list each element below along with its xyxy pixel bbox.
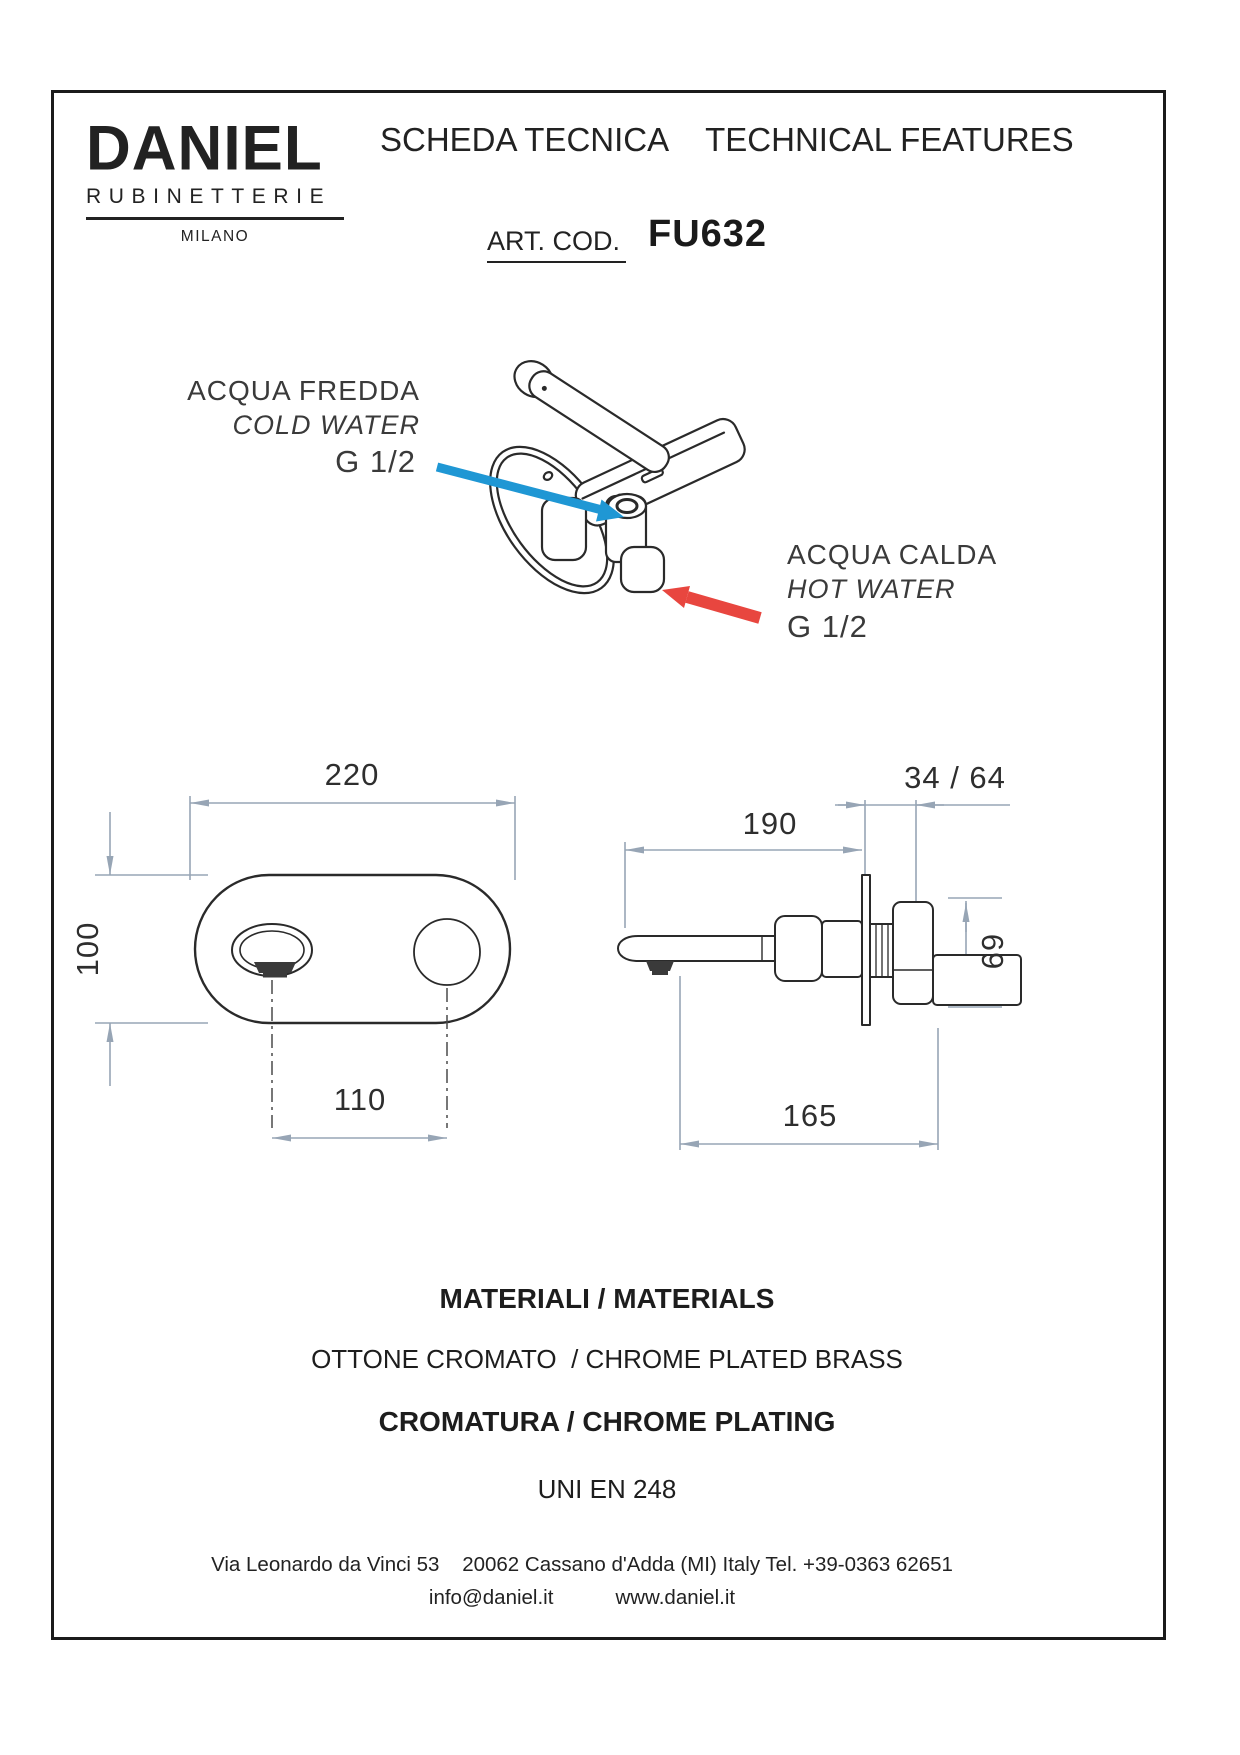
hot-water-thread: G 1/2 <box>787 609 868 644</box>
title-italian: SCHEDA TECNICA <box>380 121 670 158</box>
front-view-dimensions <box>95 796 516 1142</box>
logo-subtitle: RUBINETTERIE <box>86 185 344 220</box>
cold-water-arrow-icon <box>435 462 624 522</box>
dim-plate-width: 220 <box>324 757 380 792</box>
cold-water-thread: G 1/2 <box>335 444 416 479</box>
footer-contacts: info@daniel.it www.daniel.it <box>51 1586 1113 1610</box>
footer-email: info@daniel.it <box>428 1586 554 1609</box>
standard-reference: UNI EN 248 <box>537 1474 677 1504</box>
hot-water-arrow-icon <box>662 586 762 624</box>
materials-heading: MATERIALI / MATERIALS <box>439 1283 775 1314</box>
dimension-drawings <box>95 796 1022 1150</box>
front-view-drawing <box>193 873 512 1025</box>
plating-heading: CROMATURA / CHROME PLATING <box>378 1406 836 1437</box>
sheet-border <box>51 90 1166 1640</box>
article-code-label: ART. COD. <box>487 226 627 263</box>
materials-line: OTTONE CROMATO / CHROME PLATED BRASS <box>311 1344 903 1374</box>
dim-hole-spacing: 110 <box>333 1082 387 1117</box>
aerator-icon <box>254 962 296 973</box>
brand-logo: DANIEL RUBINETTERIE MILANO <box>86 113 344 246</box>
dim-plate-height: 100 <box>70 921 105 977</box>
dim-handle-length: 69 <box>975 933 1010 971</box>
cold-water-title: ACQUA FREDDA <box>187 375 420 406</box>
article-code-value: FU632 <box>648 213 768 255</box>
hot-water-subtitle: HOT WATER <box>787 574 956 604</box>
logo-brand-text: DANIEL <box>86 113 323 184</box>
footer-address: Via Leonardo da Vinci 53 20062 Cassano d… <box>211 1553 953 1576</box>
title-english: TECHNICAL FEATURES <box>705 121 1074 158</box>
hot-water-label: ACQUA CALDA HOT WATER G 1/2 <box>787 538 1047 645</box>
centerlines <box>271 980 448 1128</box>
hot-water-title: ACQUA CALDA <box>787 539 998 570</box>
isometric-faucet-drawing <box>489 360 746 595</box>
water-arrows-overlay <box>435 462 762 624</box>
cold-water-label: ACQUA FREDDA COLD WATER G 1/2 <box>180 374 420 480</box>
dim-spout-length: 165 <box>782 1098 838 1133</box>
plate-screw-icon <box>542 471 554 481</box>
logo-city: MILANO <box>180 228 250 245</box>
side-view-drawing <box>617 874 1022 1026</box>
dim-handle-projection: 34 / 64 <box>904 760 1006 795</box>
dim-spout-reach: 190 <box>742 806 798 841</box>
footer-website: www.daniel.it <box>615 1586 736 1609</box>
cold-water-subtitle: COLD WATER <box>232 410 420 440</box>
sheet-title: SCHEDA TECNICA TECHNICAL FEATURES <box>380 121 1074 159</box>
